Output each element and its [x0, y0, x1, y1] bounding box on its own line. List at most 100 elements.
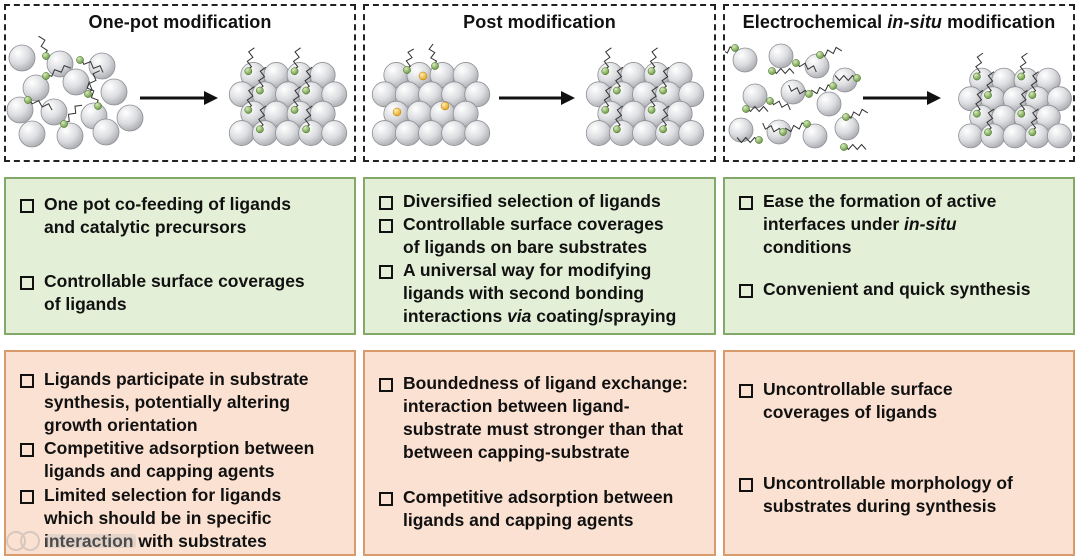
substrate-sphere [1046, 86, 1072, 112]
reaction-arrow [863, 91, 941, 105]
ligand-chain [614, 105, 624, 130]
ligand-head [973, 72, 981, 81]
ligand-head [244, 106, 253, 114]
ligand-chain [648, 47, 658, 72]
ligand-chain [61, 104, 83, 123]
advantages-box: Diversified selection of ligands Control… [363, 177, 716, 335]
reaction-arrow [140, 91, 218, 105]
scheme-title: Electrochemical in-situ modification [742, 12, 1056, 32]
checkbox-icon [20, 490, 34, 504]
substrate-sphere [321, 81, 348, 108]
checkbox-icon [379, 492, 393, 506]
ligand-head [613, 86, 621, 95]
substrate-sphere [678, 81, 705, 108]
checkbox-icon [379, 378, 393, 392]
ligand-chain [648, 86, 658, 111]
ligand-chain [845, 108, 869, 119]
ligand-head [42, 52, 50, 60]
ligand-head [1028, 128, 1037, 137]
advantage-item: Ease the formation of active interfaces … [739, 190, 1067, 259]
ligand-chain [660, 66, 670, 91]
substrate-sphere [394, 120, 421, 146]
substrate-sphere [309, 100, 336, 127]
advantage-item: Convenient and quick synthesis [739, 278, 1067, 301]
ligand-chain [38, 36, 48, 57]
checkbox-icon [379, 196, 393, 210]
ligand-head [431, 62, 439, 70]
disadvantages-box: Boundedness of ligand exchange: interact… [363, 350, 716, 556]
substrate-sphere [585, 120, 612, 146]
ligand-head [613, 125, 621, 134]
ligand-head [803, 120, 811, 128]
ligand-head [840, 143, 848, 151]
ligand-chain [762, 122, 783, 135]
ligand-head [302, 86, 310, 95]
reaction-arrow [499, 91, 575, 105]
substrate-sphere [464, 120, 491, 146]
ligand-head [601, 67, 610, 76]
ligand-head [853, 74, 861, 82]
ligand-chain [736, 136, 760, 144]
ligand-head [659, 86, 667, 95]
ligand-chain [843, 143, 867, 151]
checkbox-icon [379, 265, 393, 279]
spheres-with-free-ligands [725, 43, 869, 151]
substrate-sphere [309, 62, 336, 88]
substrate-sphere [275, 120, 301, 146]
ligand-chain [85, 70, 101, 94]
substrate-sphere [632, 120, 658, 146]
disadvantage-item: Ligands participate in substrate synthes… [20, 368, 348, 437]
column-one-pot: One-pot modification One pot co-feeding … [4, 0, 356, 560]
ligand-chain [1018, 52, 1028, 77]
checkbox-icon [739, 284, 753, 298]
substrate-sphere [608, 120, 635, 146]
ligand-chain [303, 66, 313, 91]
ligand-chain [725, 46, 736, 54]
ligand-head [24, 96, 32, 104]
ligand-head [302, 125, 310, 134]
ligand-head [792, 59, 800, 67]
substrate-sphere [321, 120, 348, 146]
ligand-head [842, 113, 850, 121]
modified-sphere-cluster [958, 52, 1072, 149]
substrate-sphere [958, 123, 984, 149]
substrate-sphere [452, 100, 479, 127]
ligand-head [647, 67, 656, 76]
ligand-head [768, 67, 776, 75]
substrate-sphere [766, 119, 792, 145]
substrate-sphere [832, 67, 858, 93]
precursor-dot [440, 101, 450, 111]
advantage-item: One pot co-feeding of ligands and cataly… [20, 193, 348, 239]
ligand-chain [784, 122, 808, 133]
substrate-sphere [46, 50, 74, 78]
substrate-sphere [22, 74, 50, 102]
substrate-sphere [742, 83, 768, 109]
advantage-text-with-via: A universal way for modifying ligands wi… [403, 260, 677, 326]
ligand-head [647, 106, 656, 114]
substrate-sphere [100, 78, 128, 106]
substrate-sphere [666, 62, 693, 88]
disadvantage-item: Limited selection for ligands which shou… [20, 484, 348, 553]
substrate-sphere [441, 120, 468, 146]
ligand-head [1017, 109, 1026, 118]
checkbox-icon [20, 276, 34, 290]
scheme-panel: One-pot modification [4, 4, 356, 162]
checkbox-icon [20, 443, 34, 457]
substrate-sphere [418, 120, 444, 146]
scheme-panel: Post modification [363, 4, 716, 162]
ligand-chain [1029, 71, 1039, 96]
checkbox-icon [20, 374, 34, 388]
ligand-head [1028, 91, 1037, 99]
ligand-chain [1029, 108, 1039, 133]
disadvantage-item: Competitive adsorption between ligands a… [379, 486, 708, 532]
substrate-sphere [371, 120, 398, 146]
ligand-head [829, 82, 837, 90]
substrate-sphere [452, 62, 479, 88]
ligand-chain [602, 47, 612, 72]
checkbox-icon [379, 219, 393, 233]
ligand-head [290, 67, 299, 76]
ligand-head [742, 105, 750, 113]
substrate-sphere [678, 120, 705, 146]
substrate-sphere [251, 120, 278, 146]
ligand-chain [985, 108, 995, 133]
